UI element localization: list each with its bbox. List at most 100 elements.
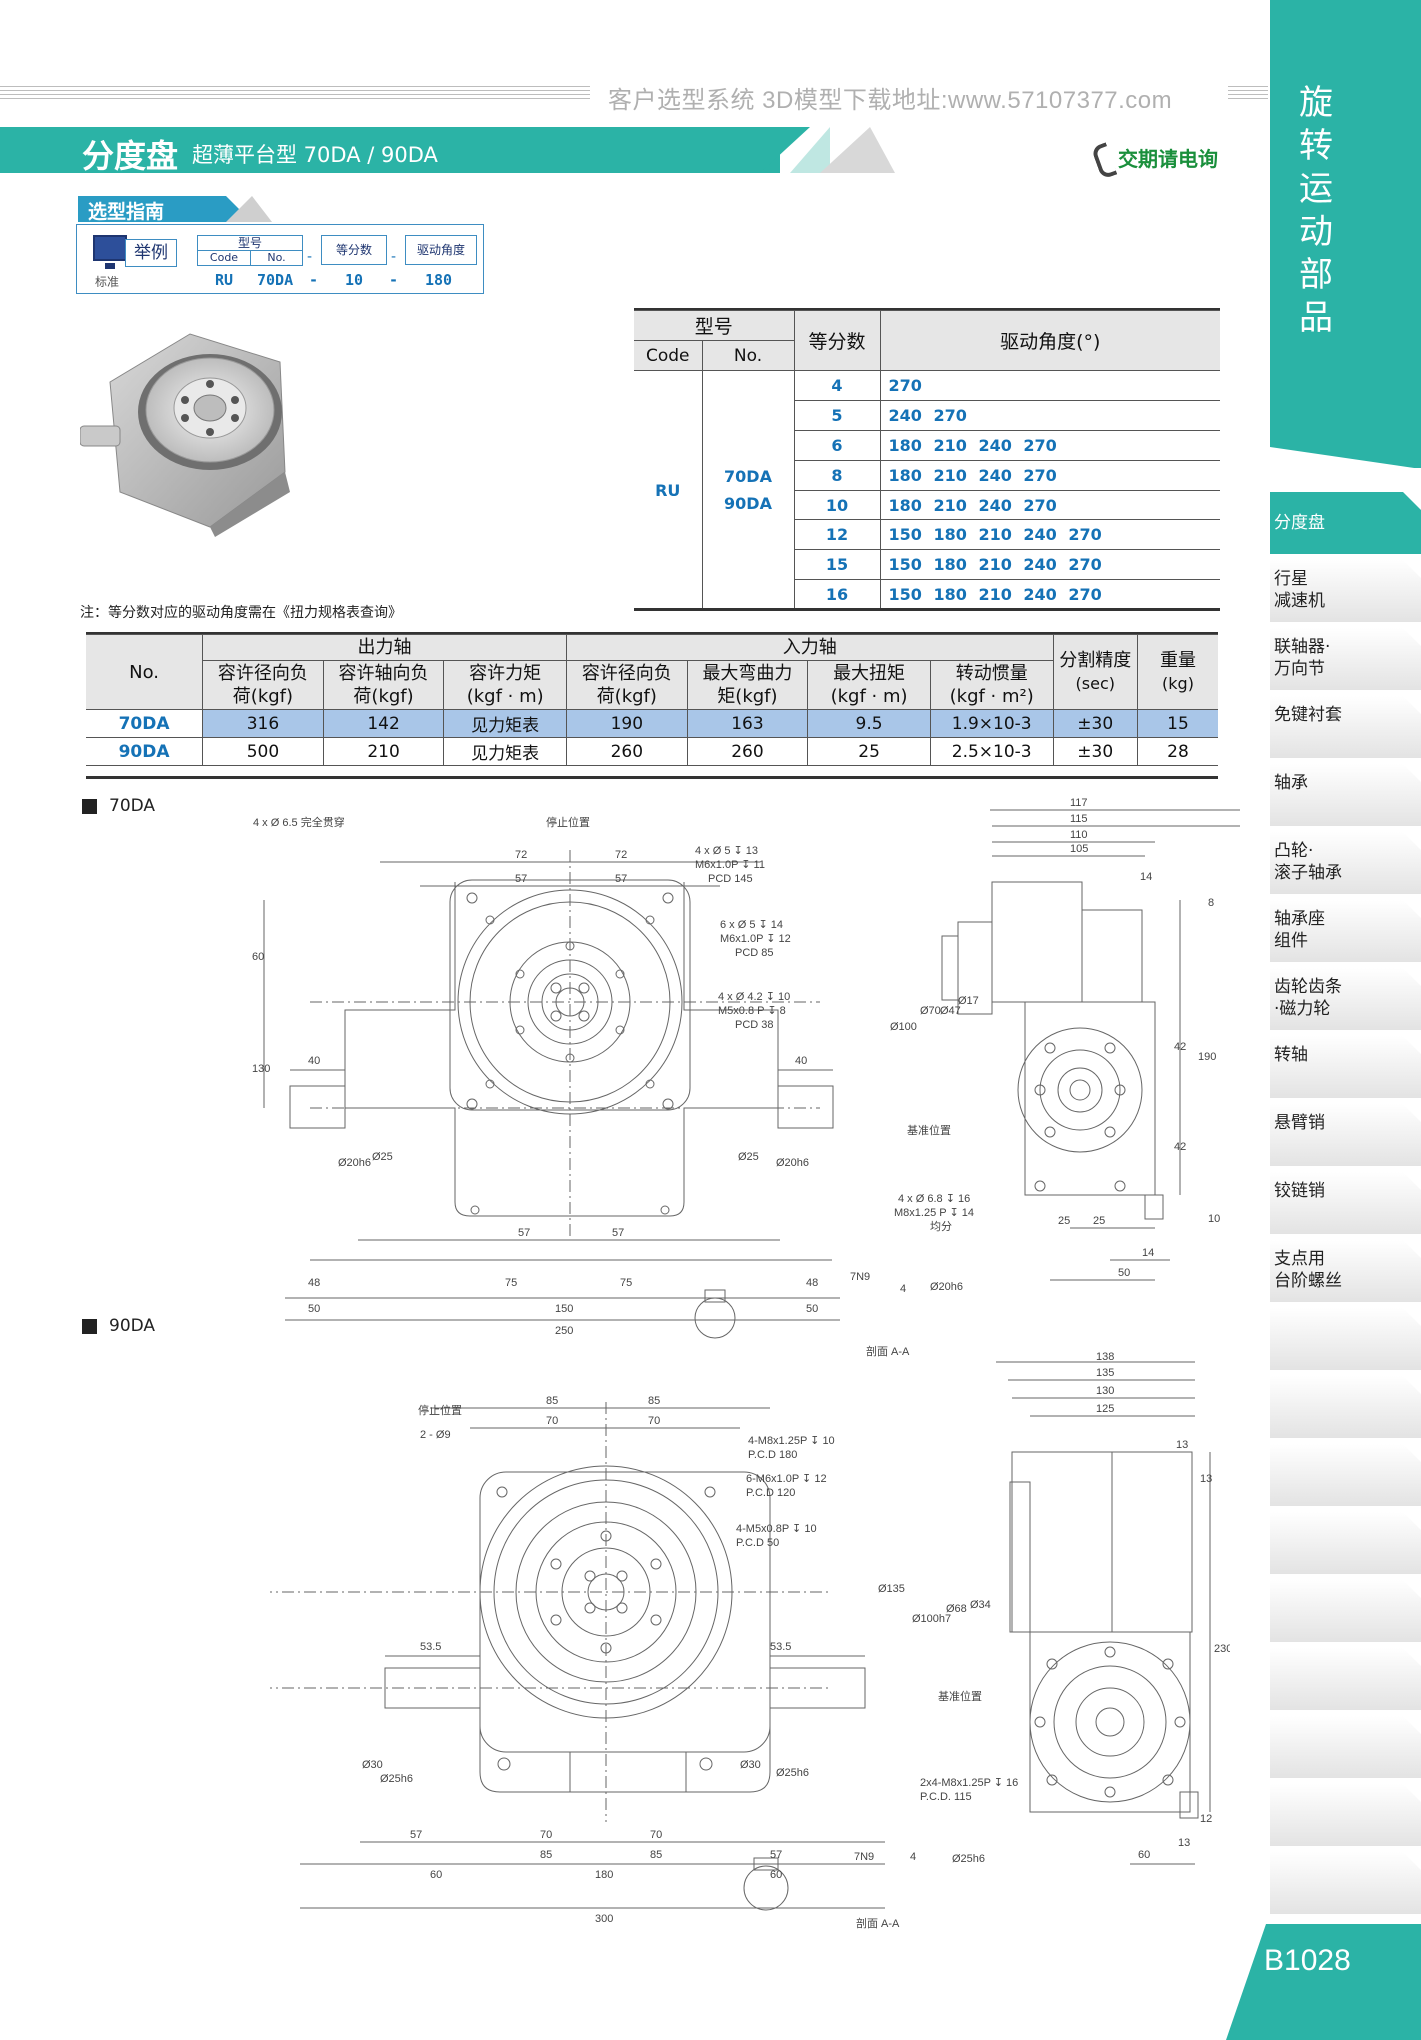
dim-text: 105 (1070, 843, 1088, 855)
sidebar-item[interactable] (1270, 1376, 1421, 1438)
dim-text: Ø68 (946, 1603, 967, 1615)
dim-text: 40 (795, 1055, 807, 1067)
sidebar-item-fold (1403, 560, 1421, 578)
sidebar-item[interactable] (1270, 1512, 1421, 1574)
dim-text: 14 (1142, 1247, 1154, 1259)
spec-cell: 25 (807, 737, 931, 766)
guide-tab-label: 选型指南 (88, 201, 165, 223)
sidebar-item-label: 轴承座 (1274, 909, 1325, 929)
sidebar-item-label: 减速机 (1274, 591, 1325, 611)
sidebar-item-fold (1403, 1648, 1421, 1666)
sidebar-item-fold (1403, 1104, 1421, 1122)
spec-col-line1: 最大弯曲力 (702, 663, 793, 684)
sidebar-item[interactable]: 凸轮·滚子轴承 (1270, 832, 1421, 894)
dim-text: 6 x Ø 5 ↧ 14 (720, 919, 783, 931)
spec-col-line2: (kgf · m²) (949, 686, 1034, 707)
header-rule: 客户选型系统 3D模型下载地址:www.57107377.com (0, 80, 1268, 114)
sidebar-item[interactable] (1270, 1716, 1421, 1778)
sidebar-item[interactable]: 联轴器·万向节 (1270, 628, 1421, 690)
dim-text: 57 (770, 1849, 782, 1861)
dim-text: 60 (430, 1869, 442, 1881)
spec-col-header: 最大弯曲力矩(kgf) (686, 660, 809, 710)
sidebar-item-fold (1403, 832, 1421, 850)
spec-output-header: 出力轴 (202, 634, 567, 661)
dim-text: Ø25h6 (776, 1767, 809, 1779)
title-banner: 分度盘 超薄平台型 70DA / 90DA (0, 127, 780, 175)
dim-text: 8 (1208, 897, 1214, 909)
dim-text: 7N9 (850, 1271, 870, 1283)
phone-icon (1092, 142, 1114, 172)
dim-text: 4-M8x1.25P ↧ 10 (748, 1435, 835, 1447)
standard-label: 标准 (95, 275, 120, 289)
sidebar-item[interactable] (1270, 1784, 1421, 1846)
spec-col-line1: 容许径向负 (217, 663, 308, 684)
sidebar-item-label: 滚子轴承 (1274, 863, 1342, 883)
spec-row-70da: 70DA 316 142 见力矩表 190 163 9.5 1.9×10-3 ±… (86, 709, 1218, 738)
dim-text: 60 (770, 1869, 782, 1881)
delivery-notice: 交期请电询 (1092, 140, 1218, 174)
sidebar-item[interactable] (1270, 1648, 1421, 1710)
dim-text: 115 (1070, 813, 1088, 825)
dim-text: 70 (540, 1829, 552, 1841)
sidebar-item[interactable]: 齿轮齿条·磁力轮 (1270, 968, 1421, 1030)
guide-no-header: No. (250, 250, 303, 266)
page-number: B1028 (1264, 1944, 1351, 1977)
sidebar-item-fold (1403, 968, 1421, 986)
dim-text: 57 (615, 873, 627, 885)
spec-cell: 500 (202, 737, 324, 766)
dim-text: Ø25 (372, 1151, 393, 1163)
sidebar-item[interactable]: 行星减速机 (1270, 560, 1421, 622)
dim-text: 130 (1096, 1385, 1114, 1397)
sidebar-item[interactable]: 支点用台阶螺丝 (1270, 1240, 1421, 1302)
mt-no-cell: 70DA 90DA (701, 370, 795, 611)
dim-text: Ø20h6 (338, 1157, 371, 1169)
mt-no-90: 90DA (724, 494, 772, 514)
dim-text: Ø34 (970, 1599, 991, 1611)
spec-col-line1: 容许力矩 (469, 663, 542, 684)
spec-col-line2: (kgf · m) (830, 686, 908, 707)
sidebar-item[interactable]: 悬臂销 (1270, 1104, 1421, 1166)
square-bullet-icon (82, 798, 97, 814)
spec-col-header: 容许力矩(kgf · m) (443, 660, 567, 710)
dim-text: Ø25h6 (380, 1773, 413, 1785)
spec-cell: 142 (322, 709, 445, 738)
sidebar-item-label: 轴承 (1274, 773, 1308, 793)
guide-dash-2: - (391, 249, 397, 265)
sidebar-item[interactable] (1270, 1308, 1421, 1370)
spec-col-header: 容许径向负荷(kgf) (202, 660, 324, 710)
guide-model-header: 型号 (197, 235, 303, 251)
dim-text: M6x1.0P ↧ 12 (720, 933, 791, 945)
sidebar-item-label: 组件 (1274, 931, 1308, 951)
mt-division: 16 (794, 579, 881, 611)
dim-text: 4 x Ø 6.8 ↧ 16 (898, 1193, 970, 1205)
sidebar-item[interactable]: 转轴 (1270, 1036, 1421, 1098)
mt-division: 10 (794, 490, 881, 521)
sidebar-item[interactable] (1270, 1580, 1421, 1642)
sidebar-item-fold (1403, 1376, 1421, 1394)
spec-precision-unit: (sec) (1075, 674, 1115, 693)
sidebar-item[interactable] (1270, 1852, 1421, 1914)
dim-text: 75 (505, 1277, 517, 1289)
dim-text: 42 (1174, 1041, 1186, 1053)
sidebar-item[interactable]: 分度盘 (1270, 492, 1421, 554)
dim-text: M5x0.8 P ↧ 8 (718, 1005, 786, 1017)
spec-table-bottom-rule (86, 776, 1218, 779)
sidebar-item[interactable]: 免键衬套 (1270, 696, 1421, 758)
sidebar-item[interactable]: 轴承座组件 (1270, 900, 1421, 962)
mt-angles: 270 (880, 370, 1220, 401)
sidebar-item-fold (1403, 1444, 1421, 1462)
sidebar-item[interactable]: 轴承 (1270, 764, 1421, 826)
sidebar-item[interactable] (1270, 1444, 1421, 1506)
section-70da: 70DA (82, 796, 155, 816)
dim-text: Ø30 (740, 1759, 761, 1771)
spec-cell: 260 (686, 737, 809, 766)
dim-text: Ø70 (920, 1005, 941, 1017)
spec-cell: ±30 (1052, 737, 1138, 766)
sidebar-item[interactable]: 铰链销 (1270, 1172, 1421, 1234)
guide-division-header: 等分数 (321, 235, 387, 265)
sidebar-header (1270, 0, 1421, 469)
dim-text: 2 - Ø9 (420, 1429, 451, 1441)
spec-row-no: 70DA (86, 709, 204, 738)
dim-text: P.C.D 50 (736, 1537, 779, 1549)
dim-text: 57 (612, 1227, 624, 1239)
